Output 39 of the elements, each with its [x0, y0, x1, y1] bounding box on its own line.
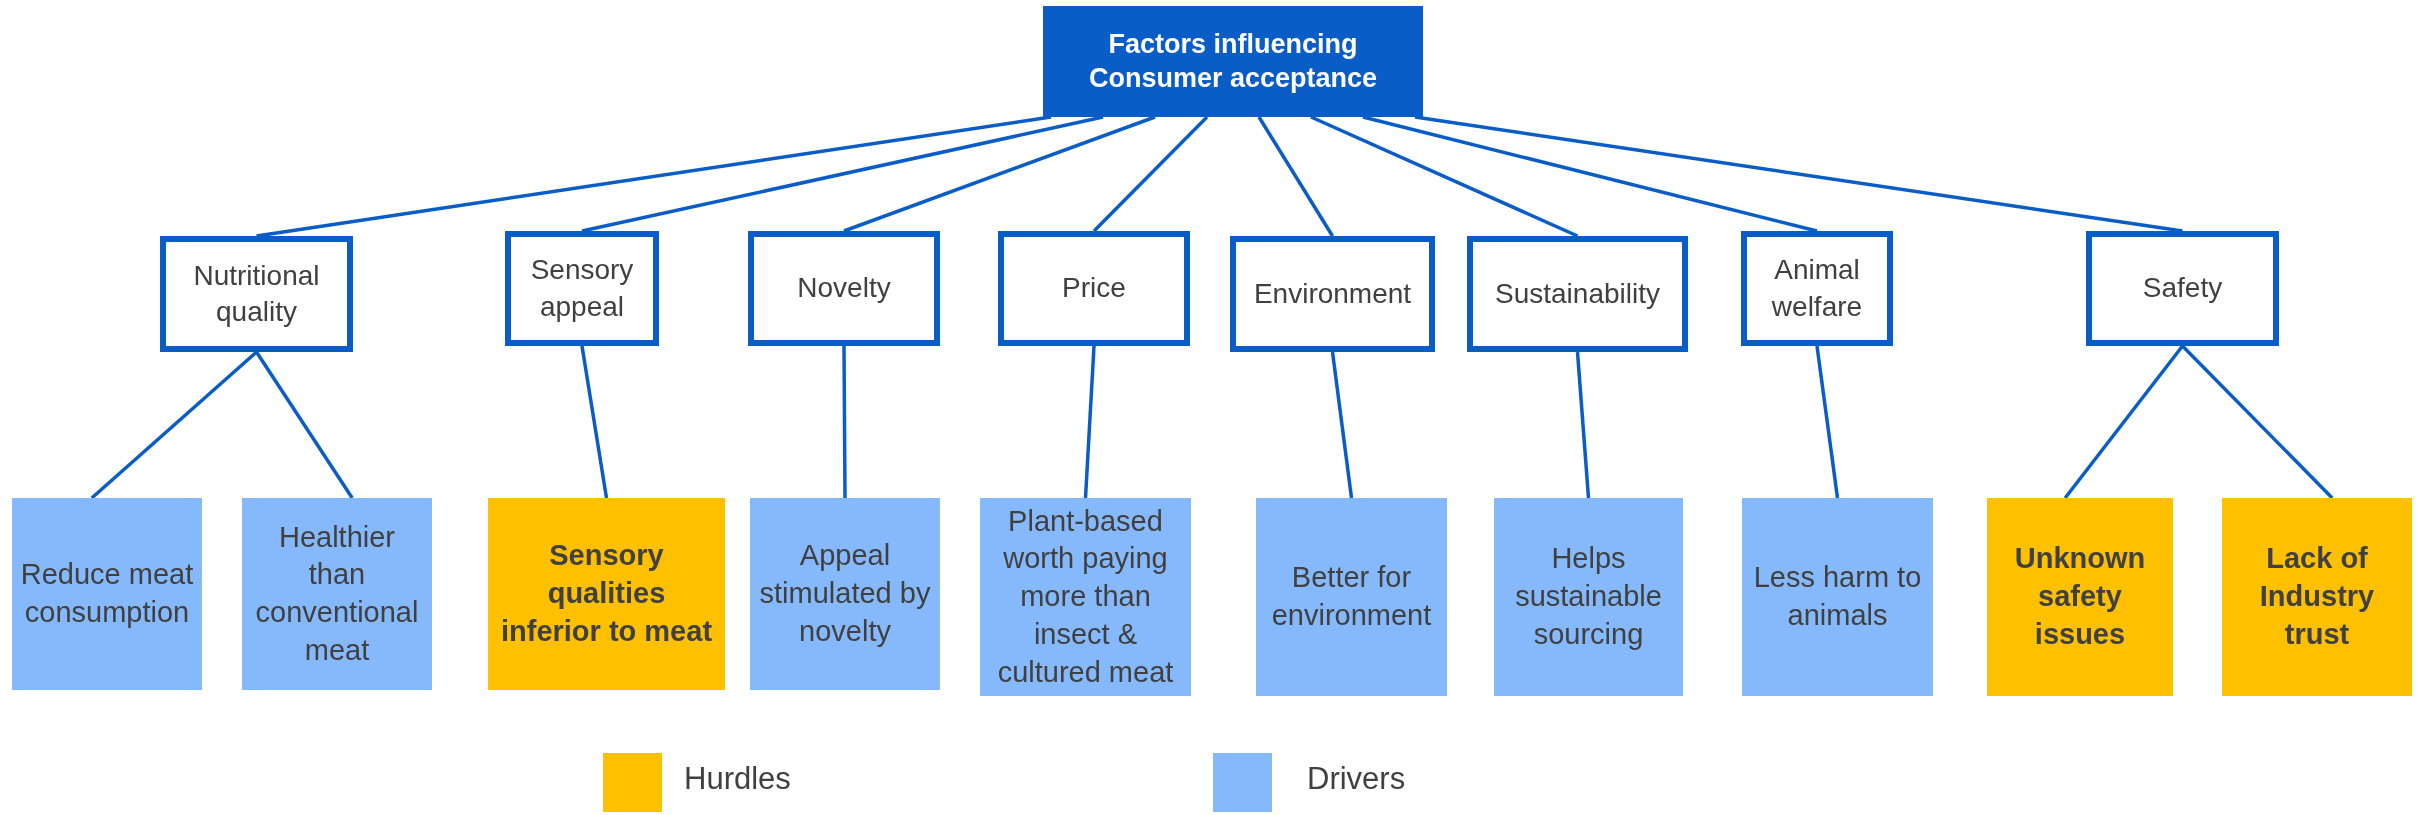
connector-line [90, 350, 258, 500]
connector-line [1575, 351, 1591, 499]
factor-box: Sustainability [1467, 236, 1688, 352]
hurdle-box: Lack of Industry trust [2222, 498, 2412, 696]
driver-box: Healthier than conventional meat [242, 498, 432, 690]
factor-box: Environment [1230, 236, 1435, 352]
connector-line [1414, 115, 2183, 233]
connector-line [843, 115, 1156, 233]
connector-line [1362, 115, 1818, 233]
factor-box: Safety [2086, 231, 2279, 346]
factor-box: Sensory appeal [505, 231, 659, 346]
connector-line [1330, 351, 1354, 499]
connector-line [1092, 115, 1209, 233]
factor-box: Price [998, 231, 1190, 346]
driver-box: Reduce meat consumption [12, 498, 202, 690]
hurdle-box: Sensory qualities inferior to meat [488, 498, 725, 690]
driver-box: Appeal stimulated by novelty [750, 498, 940, 690]
connector-line [1083, 345, 1096, 499]
factor-box: Nutritional quality [160, 236, 353, 352]
title-box: Factors influencing Consumer acceptance [1043, 6, 1423, 117]
connector-line [580, 345, 609, 499]
factor-box: Novelty [748, 231, 940, 346]
factor-box: Animal welfare [1741, 231, 1893, 346]
connector-line [581, 115, 1104, 233]
connector-line [2181, 344, 2334, 500]
connector-line [2063, 344, 2184, 500]
legend-label: Hurdles [684, 761, 791, 797]
connector-line [1310, 115, 1579, 238]
connector-line [1257, 116, 1334, 237]
driver-box: Less harm to animals [1742, 498, 1933, 696]
driver-box: Plant-based worth paying more than insect & cultured meat [980, 498, 1191, 696]
driver-box: Better for environment [1256, 498, 1447, 696]
connector-line [255, 351, 354, 499]
hurdle-box: Unknown safety issues [1987, 498, 2173, 696]
driver-box: Helps sustainable sourcing [1494, 498, 1683, 696]
connector-line [842, 346, 847, 498]
connector-line [256, 115, 1052, 238]
legend-label: Drivers [1307, 761, 1406, 797]
connector-line [1815, 345, 1840, 499]
